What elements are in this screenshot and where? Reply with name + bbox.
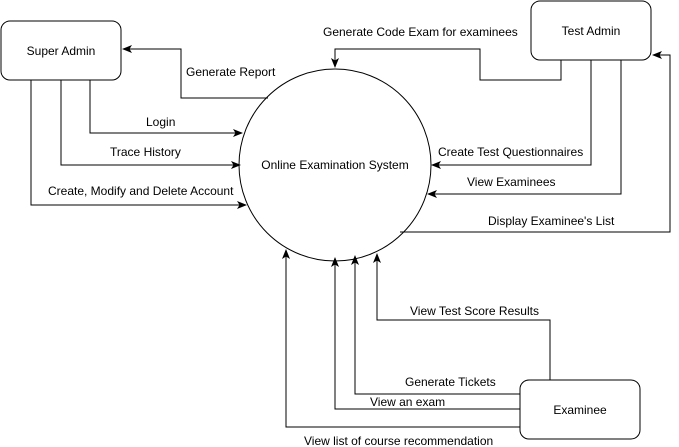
process-online-examination-system[interactable]: Online Examination System bbox=[238, 68, 432, 262]
entity-test-admin[interactable]: Test Admin bbox=[530, 0, 652, 61]
entity-super-admin-label: Super Admin bbox=[27, 44, 96, 58]
flow-view-examinees[interactable]: View Examinees bbox=[427, 60, 622, 198]
flow-trace-history[interactable]: Trace History bbox=[60, 80, 241, 169]
flow-login-label: Login bbox=[146, 115, 175, 129]
flow-generate-code-exam[interactable]: Generate Code Exam for examinees bbox=[323, 25, 562, 81]
flow-generate-tickets[interactable]: Generate Tickets bbox=[351, 255, 520, 395]
flow-display-examinee-list-label: Display Examinee's List bbox=[488, 214, 615, 228]
flow-view-test-score-results[interactable]: View Test Score Results bbox=[373, 253, 551, 380]
flow-generate-report[interactable]: Generate Report bbox=[122, 45, 276, 99]
flow-view-an-exam-label: View an exam bbox=[370, 395, 445, 409]
flow-display-examinee-list[interactable]: Display Examinee's List bbox=[400, 51, 671, 233]
flow-view-an-exam[interactable]: View an exam bbox=[331, 257, 520, 410]
flow-trace-history-label: Trace History bbox=[110, 145, 181, 159]
flow-generate-code-exam-label: Generate Code Exam for examinees bbox=[323, 25, 518, 39]
flow-account-management[interactable]: Create, Modify and Delete Account bbox=[30, 80, 247, 209]
process-label: Online Examination System bbox=[261, 158, 408, 172]
flow-account-management-label: Create, Modify and Delete Account bbox=[48, 184, 234, 198]
flow-create-test-questionnaires[interactable]: Create Test Questionnaires bbox=[431, 60, 592, 169]
flow-view-examinees-label: View Examinees bbox=[467, 175, 556, 189]
flow-login[interactable]: Login bbox=[89, 80, 243, 137]
flow-view-test-score-results-label: View Test Score Results bbox=[410, 304, 539, 318]
flow-generate-report-label: Generate Report bbox=[186, 65, 276, 79]
entity-examinee-label: Examinee bbox=[553, 403, 607, 417]
entity-super-admin[interactable]: Super Admin bbox=[0, 20, 122, 81]
entity-test-admin-label: Test Admin bbox=[562, 24, 621, 38]
entity-examinee[interactable]: Examinee bbox=[519, 379, 641, 440]
flow-view-course-recommendation-label: View list of course recommendation bbox=[304, 434, 493, 447]
flow-create-test-questionnaires-label: Create Test Questionnaires bbox=[438, 145, 583, 159]
flow-generate-tickets-label: Generate Tickets bbox=[405, 375, 496, 389]
flow-view-course-recommendation[interactable]: View list of course recommendation bbox=[282, 249, 520, 447]
